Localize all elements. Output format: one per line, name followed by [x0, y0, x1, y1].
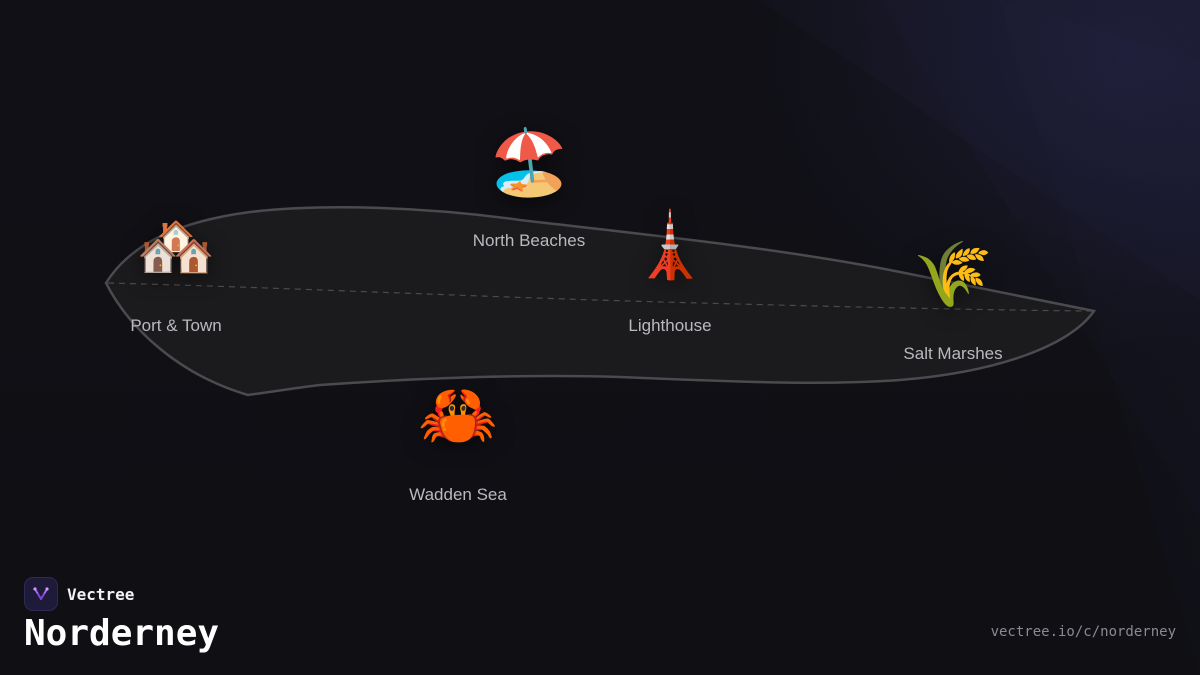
island-shape[interactable] [104, 206, 1097, 397]
crab-icon[interactable]: 🦀 [418, 379, 498, 453]
place-label-north-beaches: North Beaches [472, 231, 586, 250]
brand-name: Vectree [67, 584, 135, 604]
brand-header[interactable]: Vectree [24, 577, 134, 611]
place-label-port-town: Port & Town [130, 316, 222, 335]
houses-icon[interactable]: 🏘️ [136, 210, 216, 284]
beach-umbrella-icon[interactable]: 🏖️ [489, 126, 569, 200]
island-ridge-line [107, 282, 1091, 312]
map-url-link[interactable]: vectree.io/c/norderney [990, 624, 1176, 640]
lighthouse-tower-icon[interactable]: 🗼 [630, 209, 710, 283]
place-label-wadden-sea: Wadden Sea [409, 485, 507, 504]
wheat-sheaf-icon[interactable]: 🌾 [913, 238, 993, 312]
map-title: Norderney [24, 613, 220, 654]
place-label-salt-marshes: Salt Marshes [903, 344, 1003, 363]
place-label-lighthouse: Lighthouse [628, 316, 712, 335]
vectree-logo-icon [24, 577, 58, 611]
